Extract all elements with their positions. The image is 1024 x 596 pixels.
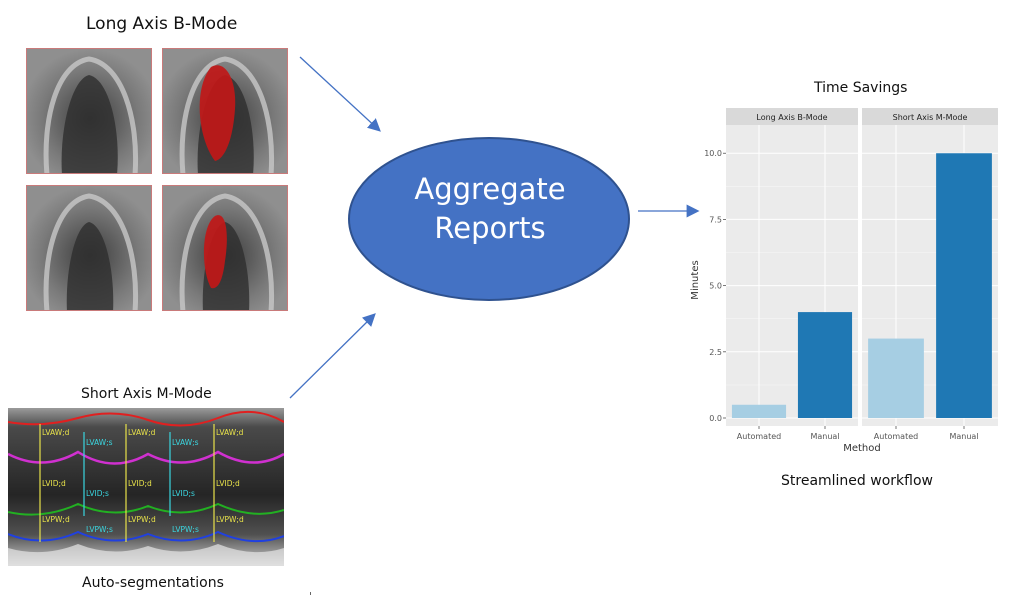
x-tick-label: Automated (737, 432, 781, 441)
y-axis-label: Minutes (690, 260, 701, 299)
mmode-measure-label: LVPW;d (128, 515, 156, 524)
arrow-mmode-to-reports (289, 313, 376, 399)
aggregate-reports-ellipse (348, 137, 630, 301)
y-tick-label: 2.5 (709, 348, 722, 357)
mmode-measure-label: LVAW;d (216, 428, 244, 437)
y-tick-label: 0.0 (709, 414, 722, 423)
x-tick-label: Manual (810, 432, 839, 441)
mmode-measure-label: LVID;d (216, 479, 240, 488)
mmode-measure-label: LVID;s (172, 489, 195, 498)
bmode-image-top-left (26, 48, 152, 174)
streamlined-caption: Streamlined workflow (781, 473, 933, 489)
bmode-image-bottom-left (26, 185, 152, 311)
time-savings-chart: Minutes 0.0 2.5 5.0 7.5 10.0 Long Axis B-ModeA… (690, 108, 998, 454)
mmode-measure-label: LVAW;s (172, 438, 199, 447)
mmode-measure-label: LVID;d (42, 479, 66, 488)
y-tick-label: 5.0 (709, 282, 722, 291)
facet-strip (726, 108, 858, 125)
facet-label: Short Axis M-Mode (893, 113, 968, 122)
bmode-image-top-right-segmented (162, 48, 288, 174)
y-tick-label: 10.0 (704, 149, 722, 158)
mmode-measure-label: LVPW;s (86, 525, 113, 534)
facet-strip (862, 108, 998, 125)
bar-manual (797, 312, 853, 418)
mmode-measure-label: LVID;d (128, 479, 152, 488)
bmode-image-bottom-right-segmented (162, 185, 288, 311)
x-axis-label: Method (843, 443, 881, 454)
mmode-measure-label: LVPW;s (172, 525, 199, 534)
short-axis-title: Short Axis M-Mode (81, 386, 212, 402)
arrow-bmode-to-reports (299, 56, 381, 132)
x-tick-label: Manual (949, 432, 978, 441)
bar-automated (868, 338, 924, 418)
bar-manual (936, 153, 992, 418)
mmode-measure-label: LVPW;d (216, 515, 244, 524)
bar-automated (731, 404, 787, 418)
facet-label: Long Axis B-Mode (756, 113, 827, 122)
mmode-measure-label: LVAW;d (128, 428, 156, 437)
mmode-measure-label: LVAW;s (86, 438, 113, 447)
mmode-measure-label: LVID;s (86, 489, 109, 498)
long-axis-title: Long Axis B-Mode (86, 14, 238, 34)
y-tick-label: 7.5 (709, 215, 722, 224)
mmode-measure-label: LVPW;d (42, 515, 70, 524)
x-tick-label: Automated (874, 432, 918, 441)
chart-title: Time Savings (814, 80, 908, 96)
auto-segmentations-caption: Auto-segmentations (82, 575, 224, 591)
stray-mark (310, 592, 311, 595)
mmode-measure-label: LVAW;d (42, 428, 70, 437)
